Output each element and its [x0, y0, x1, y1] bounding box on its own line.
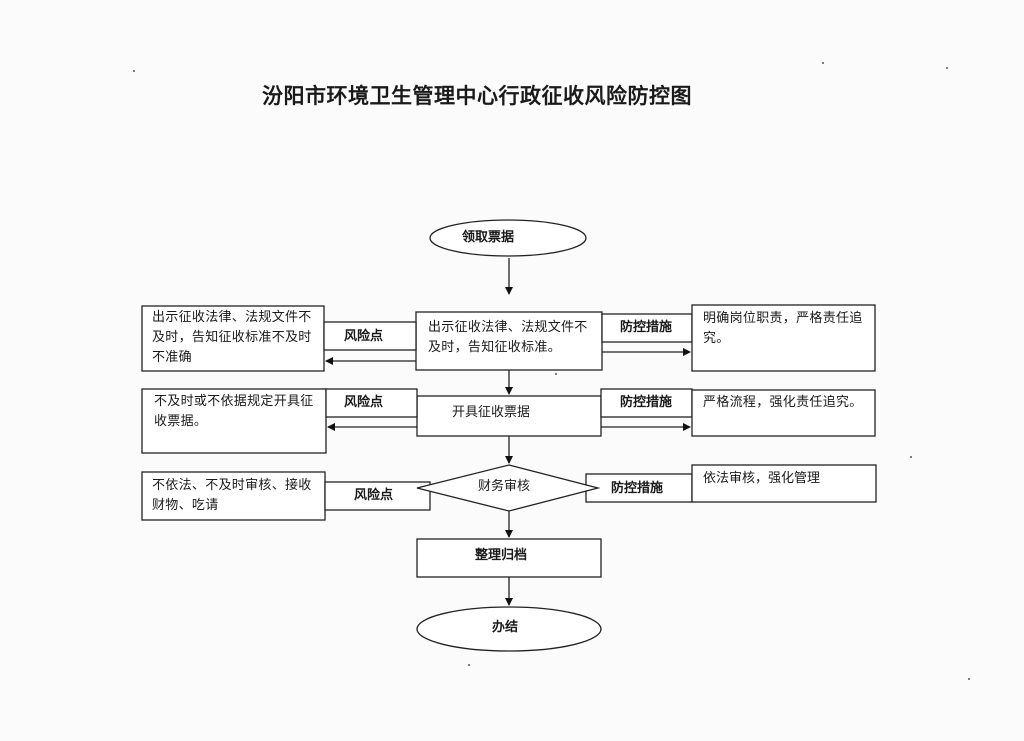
scan-speck: [946, 67, 948, 69]
risk2-text: 不及时或不依据规定开具征收票据。: [154, 394, 314, 429]
risk3-tag-box: [324, 481, 431, 511]
scan-speck: [822, 62, 824, 64]
start-node: [429, 219, 587, 257]
step1-label: 出示征收法律、法规文件不及时，告知征收标准。: [428, 320, 588, 355]
risk3-tag: 风险点: [354, 488, 394, 503]
scan-speck: [555, 373, 557, 375]
scan-speck: [968, 678, 970, 680]
diagram-title: 汾阳市环境卫生管理中心行政征收风险防控图: [262, 84, 692, 108]
control2-box: [691, 389, 876, 437]
control2-tag-box: [600, 388, 693, 418]
control1-text: 明确岗位职责，严格责任追究。: [703, 311, 863, 346]
scan-speck: [468, 664, 470, 666]
control3-box: [691, 464, 877, 503]
end-node-label: 办结: [492, 620, 519, 635]
scan-speck: [910, 456, 912, 458]
risk1-tag: 风险点: [344, 329, 384, 344]
step2-label: 开具征收票据: [452, 405, 531, 420]
control2-tag: 防控措施: [620, 395, 673, 410]
risk1-box: [141, 305, 325, 372]
risk1-text: 出示征收法律、法规文件不及时，告知征收标准不及时不准确: [152, 310, 312, 365]
risk2-tag-box: [325, 388, 418, 418]
risk3-text: 不依法、不及时审核、接收财物、吃请: [152, 478, 312, 513]
scan-speck: [133, 70, 135, 72]
risk3-box: [141, 471, 326, 521]
step4-label: 整理归档: [475, 548, 528, 563]
end-node: [416, 606, 602, 652]
risk2-tag: 风险点: [344, 395, 384, 410]
step3-label: 财务审核: [478, 479, 531, 494]
control1-tag: 防控措施: [620, 320, 673, 335]
control3-text: 依法审核，强化管理: [703, 471, 821, 486]
step4-box: [416, 538, 602, 578]
start-node-label: 领取票据: [462, 230, 515, 245]
control2-text: 严格流程，强化责任追究。: [703, 395, 863, 410]
risk2-box: [141, 388, 327, 454]
risk1-tag-box: [323, 321, 417, 351]
control1-box: [691, 304, 876, 372]
control3-tag: 防控措施: [611, 481, 664, 496]
